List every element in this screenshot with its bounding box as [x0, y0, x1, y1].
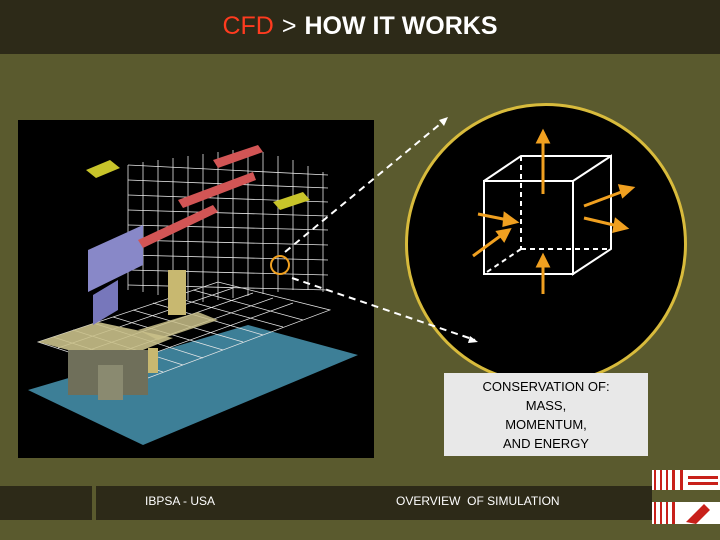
vent-2 — [273, 192, 310, 210]
conservation-callout: CONSERVATION OF: MASS, MOMENTUM, AND ENE… — [444, 373, 648, 456]
diffuser-2 — [178, 172, 256, 208]
cube — [483, 154, 612, 276]
desk-right — [138, 312, 218, 340]
partition-1 — [88, 225, 143, 292]
flux-arrows — [472, 128, 636, 294]
floor-plane — [28, 325, 358, 445]
footer-bar — [96, 486, 652, 520]
callout-heading: CONSERVATION OF: — [482, 379, 610, 394]
logo-icon — [652, 470, 720, 524]
callout-line-mass: MASS, — [525, 398, 567, 413]
partition-2 — [93, 280, 118, 325]
title-separator: > — [281, 12, 297, 40]
footer-section: OVERVIEW OF SIMULATION — [396, 494, 560, 508]
control-volume-circle — [405, 103, 687, 385]
callout-line-momentum: MOMENTUM, — [505, 417, 587, 432]
cabinet-door — [98, 365, 123, 400]
callout-line-energy: AND ENERGY — [503, 436, 589, 451]
chair — [148, 348, 158, 373]
person — [168, 270, 186, 315]
desk-left — [38, 322, 173, 362]
cfd-scene-image — [18, 120, 374, 458]
control-volume-drawing — [472, 128, 636, 294]
title-bar — [0, 0, 720, 54]
footer-left-block — [0, 486, 92, 520]
diffuser-3 — [213, 145, 263, 168]
cfd-scene-drawing — [28, 145, 358, 445]
cell-marker — [270, 255, 290, 275]
vent-1 — [86, 160, 120, 178]
diffuser-1 — [138, 205, 218, 248]
slide-title: CFD>HOW IT WORKS — [0, 12, 720, 41]
footer-org: IBPSA - USA — [145, 494, 216, 508]
title-how-it-works: HOW IT WORKS — [304, 12, 498, 40]
title-cfd: CFD — [222, 12, 274, 40]
